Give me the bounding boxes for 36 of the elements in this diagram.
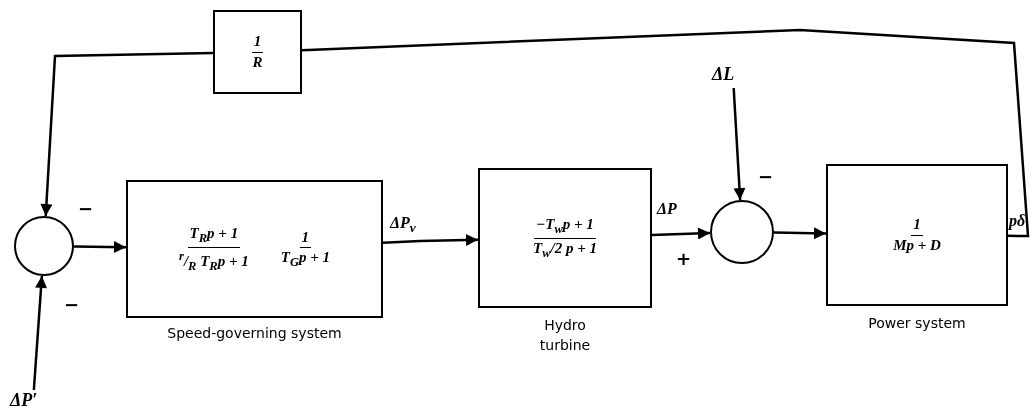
denominator-text: T$_{w}$/2 p + 1 [532,238,598,261]
summing-junction [710,200,774,264]
edge-label: ΔP [657,200,677,218]
sign-label: − [758,168,774,186]
block-caption: Speed-governing system [166,324,343,343]
arrow [382,234,479,247]
numerator-text: 1 [911,215,923,236]
transfer-function-block [826,164,1008,306]
arrow [732,87,746,201]
sign-label: − [64,296,80,314]
arrow [40,51,214,217]
numerator-text: 1 [299,227,312,249]
denominator-text: $^{r}$/$_{R}$ T$_{R}$p + 1 [178,247,250,274]
numerator-text: T$_{R}$p + 1 [187,224,241,248]
gain-block [213,10,302,94]
connector-line [301,28,1030,238]
block-caption: Hydro turbine [538,316,592,355]
denominator-text: R [251,52,264,72]
arrow [773,227,827,240]
denominator-text: T$_{G}$p + 1 [279,248,331,271]
denominator-text: Mp + D [892,235,942,255]
block-caption: Power system [867,314,967,333]
disturbance-signal-label: ΔL [712,64,754,88]
arrow [74,241,126,253]
sign-label: − [78,200,94,218]
arrow [651,227,711,240]
sign-label: + [676,250,692,268]
numerator-text: −T$_{w}$p + 1 [534,215,596,239]
transfer-function-block [478,168,652,308]
edge-label: ΔP$_{v}$ [390,214,416,237]
summing-junction [14,216,74,276]
input-signal-label: ΔP′ [10,390,56,414]
numerator-text: 1 [251,32,264,53]
edge-label: pδ [1009,212,1026,230]
arrow [32,275,48,391]
transfer-function-block [126,180,383,318]
